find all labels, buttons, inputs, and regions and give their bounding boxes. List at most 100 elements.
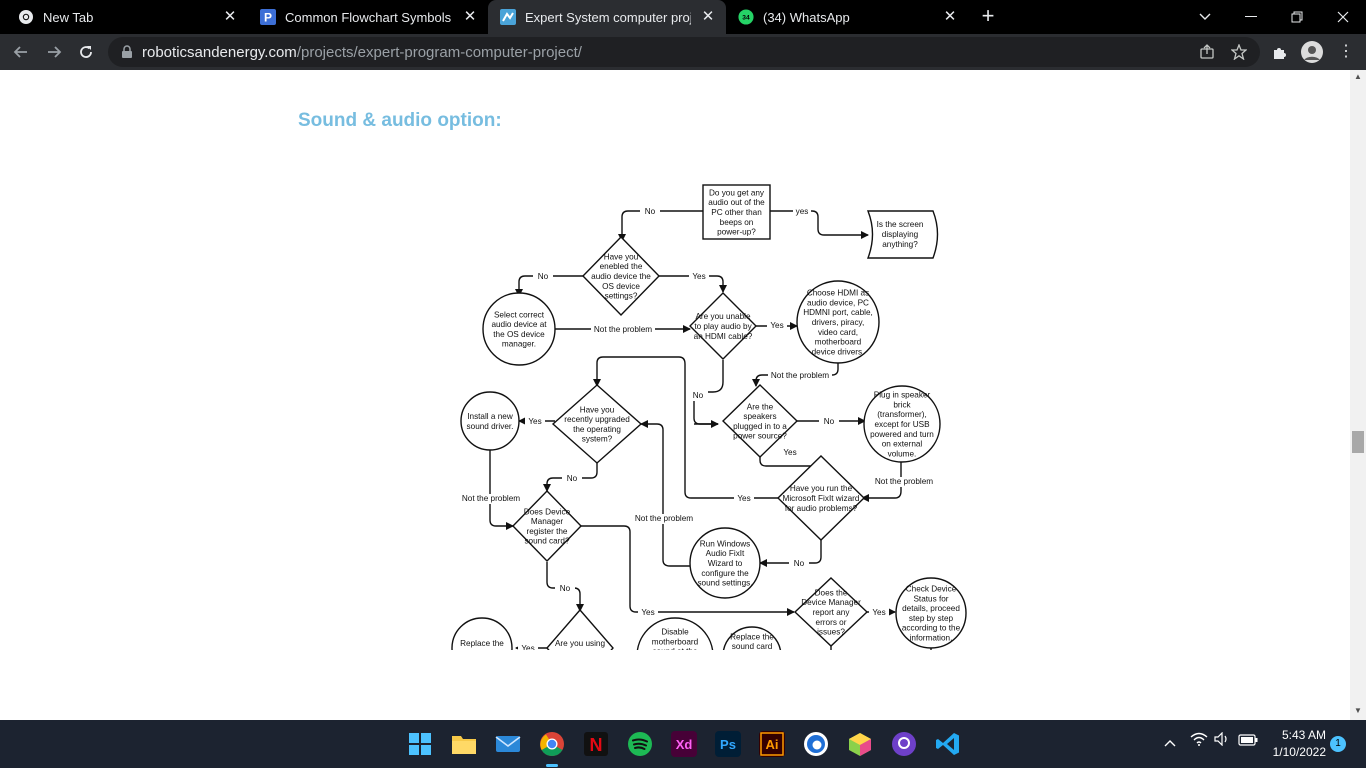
edge-label: Not the problem — [594, 325, 652, 334]
forward-button[interactable] — [42, 40, 66, 64]
restore-button[interactable] — [1274, 0, 1320, 34]
adobe-xd-icon[interactable]: Xd — [668, 728, 700, 760]
file-explorer-icon[interactable] — [448, 728, 480, 760]
vscode-icon[interactable] — [932, 728, 964, 760]
clock-time: 5:43 AM — [1281, 728, 1326, 742]
system-clock[interactable]: 5:43 AM 1/10/2022 — [1262, 727, 1326, 761]
flow-connector — [830, 645, 832, 650]
flowchart-node-run-fixit-text: Audio FixIt — [706, 549, 745, 558]
flowchart-node-audio-question-text: Do you get any — [709, 188, 765, 197]
profile-avatar[interactable] — [1300, 40, 1324, 64]
restore-icon — [1291, 11, 1303, 23]
section-heading: Sound & audio option: — [298, 110, 502, 131]
flowchart-node-upgraded-os — [551, 384, 643, 464]
flowchart-node-enabled-audio-text: settings? — [605, 292, 638, 301]
scrollbar-thumb[interactable] — [1352, 431, 1364, 453]
cube-app-icon[interactable] — [844, 728, 876, 760]
close-tab-icon[interactable]: ✕ — [943, 8, 957, 25]
netflix-icon[interactable]: N — [580, 728, 612, 760]
scroll-up-arrow[interactable]: ▲ — [1354, 72, 1362, 81]
minimize-button[interactable] — [1228, 0, 1274, 34]
edge-label: No — [538, 272, 549, 281]
address-bar[interactable]: roboticsandenergy.com/projects/expert-pr… — [108, 37, 1260, 67]
new-tab-button[interactable]: + — [981, 3, 995, 28]
lock-icon — [122, 45, 132, 58]
edge-icon[interactable] — [800, 728, 832, 760]
flow-connector — [489, 449, 514, 530]
github-desktop-icon[interactable] — [888, 728, 920, 760]
edge-label: Not the problem — [462, 494, 520, 503]
notification-badge[interactable]: 1 — [1330, 736, 1346, 752]
flowchart-node-plug-speaker — [863, 385, 941, 463]
flowchart-node-choose-hdmi-text: audio device, PC — [807, 298, 869, 307]
flowchart-node-speakers-plugged-text: Are the — [747, 402, 774, 411]
flowchart-node-device-manager-text: sound card? — [524, 537, 570, 546]
edge-label-bg — [555, 584, 575, 594]
flowchart-node-screen-question — [866, 210, 939, 259]
tab-strip: New Tab ✕ P Common Flowchart Symbols & E… — [0, 0, 1366, 34]
close-tab-icon[interactable]: ✕ — [223, 8, 237, 25]
flow-connector — [618, 210, 703, 242]
tab-flowchart-symbols[interactable]: P Common Flowchart Symbols & E ✕ — [248, 0, 488, 34]
tab-expert-system[interactable]: Expert System computer project- ✕ — [488, 0, 726, 34]
close-tab-icon[interactable]: ✕ — [463, 8, 477, 25]
flowchart-node-errors — [793, 577, 869, 647]
flowchart-node-replace-soundcard-text: sound card — [732, 642, 773, 650]
flowchart-node-choose-hdmi — [796, 280, 880, 364]
back-button[interactable] — [9, 40, 33, 64]
flowchart-node-check-status-text: Status for — [913, 594, 948, 603]
tab-whatsapp[interactable]: 34 (34) WhatsApp ✕ — [726, 0, 968, 34]
edge-label: No — [824, 417, 835, 426]
scroll-down-arrow[interactable]: ▼ — [1354, 706, 1362, 715]
close-tab-icon[interactable]: ✕ — [701, 8, 715, 25]
menu-kebab-icon[interactable]: ⋮ — [1338, 43, 1354, 60]
volume-icon[interactable] — [1214, 731, 1230, 749]
extensions-puzzle-icon[interactable] — [1268, 40, 1292, 64]
arrow-left-icon — [13, 46, 27, 58]
edge-label-bg — [869, 608, 889, 618]
reload-button[interactable] — [74, 40, 98, 64]
page-content: Sound & audio option: Do you get any audi… — [0, 70, 1350, 720]
flowchart-node-audio-question-text: beeps on — [720, 218, 754, 227]
flowchart-node-audio-question-text: power-up? — [717, 228, 756, 237]
mail-icon[interactable] — [492, 728, 524, 760]
flowchart-node-run-fixit-text: Run Windows — [700, 539, 751, 548]
flow-connector — [659, 275, 727, 293]
chrome-icon — [18, 9, 34, 25]
chrome-icon[interactable] — [536, 728, 568, 767]
minimize-icon — [1245, 16, 1257, 17]
flowchart-node-check-status-text: step by step — [909, 614, 954, 623]
battery-icon[interactable] — [1238, 733, 1258, 749]
spotify-icon[interactable] — [624, 728, 656, 760]
flowchart-node-replace-usb — [451, 617, 513, 650]
flowchart-node-plug-speaker-text: except for USB — [874, 420, 930, 429]
edge-label-bg — [689, 272, 709, 282]
browser-toolbar: roboticsandenergy.com/projects/expert-pr… — [0, 34, 1366, 70]
flowchart-node-device-manager-text: Does Device — [524, 507, 571, 516]
edge-label: Yes — [692, 272, 705, 281]
start-icon[interactable] — [404, 728, 436, 760]
close-window-button[interactable] — [1320, 0, 1366, 34]
photoshop-icon[interactable]: Ps — [712, 728, 744, 760]
url-path: /projects/expert-program-computer-projec… — [296, 43, 582, 61]
flowchart-node-hdmi-text: to play audio by — [694, 322, 752, 331]
page-scrollbar[interactable]: ▲ ▼ — [1350, 70, 1366, 720]
edge-label: Not the problem — [875, 477, 933, 486]
flowchart-node-run-fixit-text: sound settings. — [697, 579, 752, 588]
flowchart-node-upgraded-os-text: recently upgraded — [564, 415, 630, 424]
flowchart-node-fixit-wizard-text: for audio problems? — [785, 504, 858, 513]
share-icon[interactable] — [1196, 41, 1218, 63]
edge-label: No — [567, 474, 578, 483]
whatsapp-icon: 34 — [738, 9, 754, 25]
flowchart-node-replace-soundcard — [722, 626, 782, 650]
edge-label-bg — [562, 474, 582, 484]
bookmark-star-icon[interactable] — [1228, 41, 1250, 63]
tab-search-button[interactable] — [1182, 0, 1228, 34]
tab-new-tab[interactable]: New Tab ✕ — [6, 0, 248, 34]
flowchart-node-upgraded-os-text: the operating — [573, 425, 621, 434]
illustrator-icon[interactable]: Ai — [756, 728, 788, 760]
chevron-up-icon[interactable] — [1164, 734, 1176, 750]
svg-text:P: P — [264, 11, 272, 25]
wifi-icon[interactable] — [1190, 732, 1208, 749]
flowchart-node-device-manager-text: register the — [527, 527, 568, 536]
